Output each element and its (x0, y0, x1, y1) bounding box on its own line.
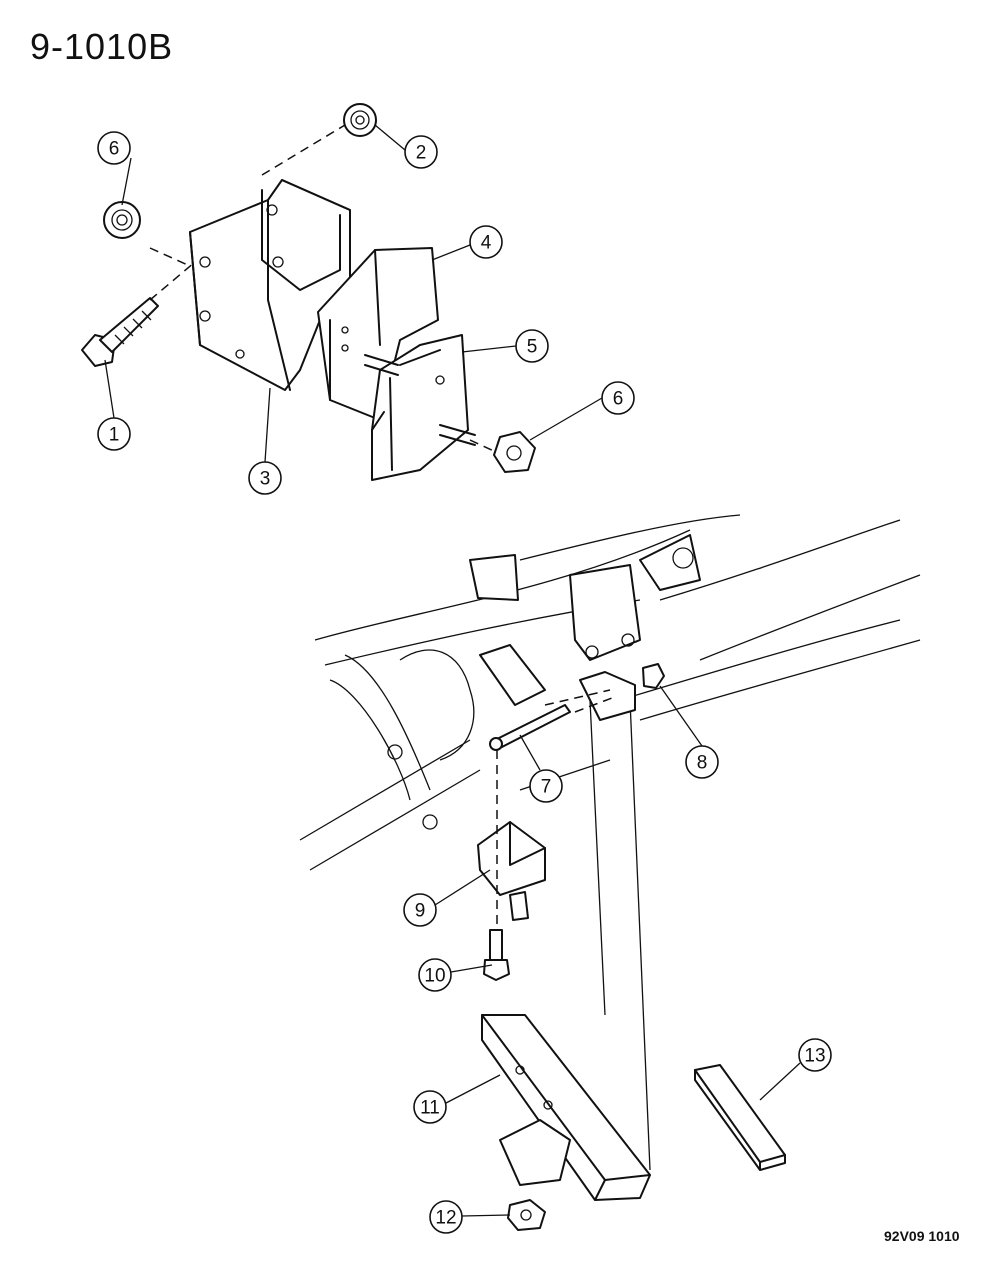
svg-text:11: 11 (420, 1098, 440, 1119)
callout-1[interactable]: 1 (97, 417, 131, 451)
callout-6-top[interactable]: 6 (97, 131, 131, 165)
callout-2[interactable]: 2 (404, 135, 438, 169)
flange-nut-part-6-top (103, 201, 141, 239)
bracket-part-3 (189, 179, 351, 391)
nut-part-12 (507, 1199, 546, 1231)
flange-nut-part-6-right (493, 431, 536, 473)
callout-13[interactable]: 13 (798, 1038, 832, 1072)
svg-text:9: 9 (415, 901, 426, 922)
svg-text:12: 12 (435, 1208, 456, 1229)
callout-7[interactable]: 7 (529, 769, 563, 803)
diagram-title: 9-1010B (30, 26, 174, 67)
assembly-line (496, 689, 613, 930)
svg-text:3: 3 (260, 469, 271, 490)
callout-10[interactable]: 10 (418, 958, 452, 992)
svg-text:10: 10 (424, 966, 445, 987)
assembly-line (469, 439, 497, 453)
callout-5[interactable]: 5 (515, 329, 549, 363)
callout-3[interactable]: 3 (248, 461, 282, 495)
flange-nut-part-2 (343, 103, 377, 137)
bolt-part-1 (81, 297, 159, 367)
insulator-part-5 (364, 334, 476, 481)
callout-12[interactable]: 12 (429, 1200, 463, 1234)
bracket-part-4 (317, 247, 439, 421)
svg-text:8: 8 (697, 753, 708, 774)
drawing-code: 92V09 1010 (884, 1228, 960, 1244)
svg-text:13: 13 (804, 1046, 825, 1067)
svg-text:4: 4 (481, 233, 492, 254)
leader-lines (104, 124, 801, 1217)
bracket-part-9 (477, 821, 546, 921)
assembly-line (149, 124, 346, 301)
callout-9[interactable]: 9 (403, 893, 437, 927)
svg-text:7: 7 (541, 777, 552, 798)
callout-4[interactable]: 4 (469, 225, 503, 259)
callout-8[interactable]: 8 (685, 745, 719, 779)
callout-6-right[interactable]: 6 (601, 381, 635, 415)
svg-text:6: 6 (109, 139, 120, 160)
crossmember-part-11 (481, 699, 651, 1201)
svg-text:1: 1 (109, 425, 120, 446)
svg-text:6: 6 (613, 389, 624, 410)
bolt-part-7 (489, 704, 571, 751)
svg-text:5: 5 (527, 337, 538, 358)
callout-11[interactable]: 11 (413, 1090, 447, 1124)
bolt-part-10 (483, 929, 510, 981)
vehicle-frame-outline (299, 514, 921, 871)
bracket-part-upper (479, 644, 636, 721)
svg-text:2: 2 (416, 143, 427, 164)
nut-part-8 (642, 663, 665, 689)
pad-part-13 (694, 1064, 786, 1171)
